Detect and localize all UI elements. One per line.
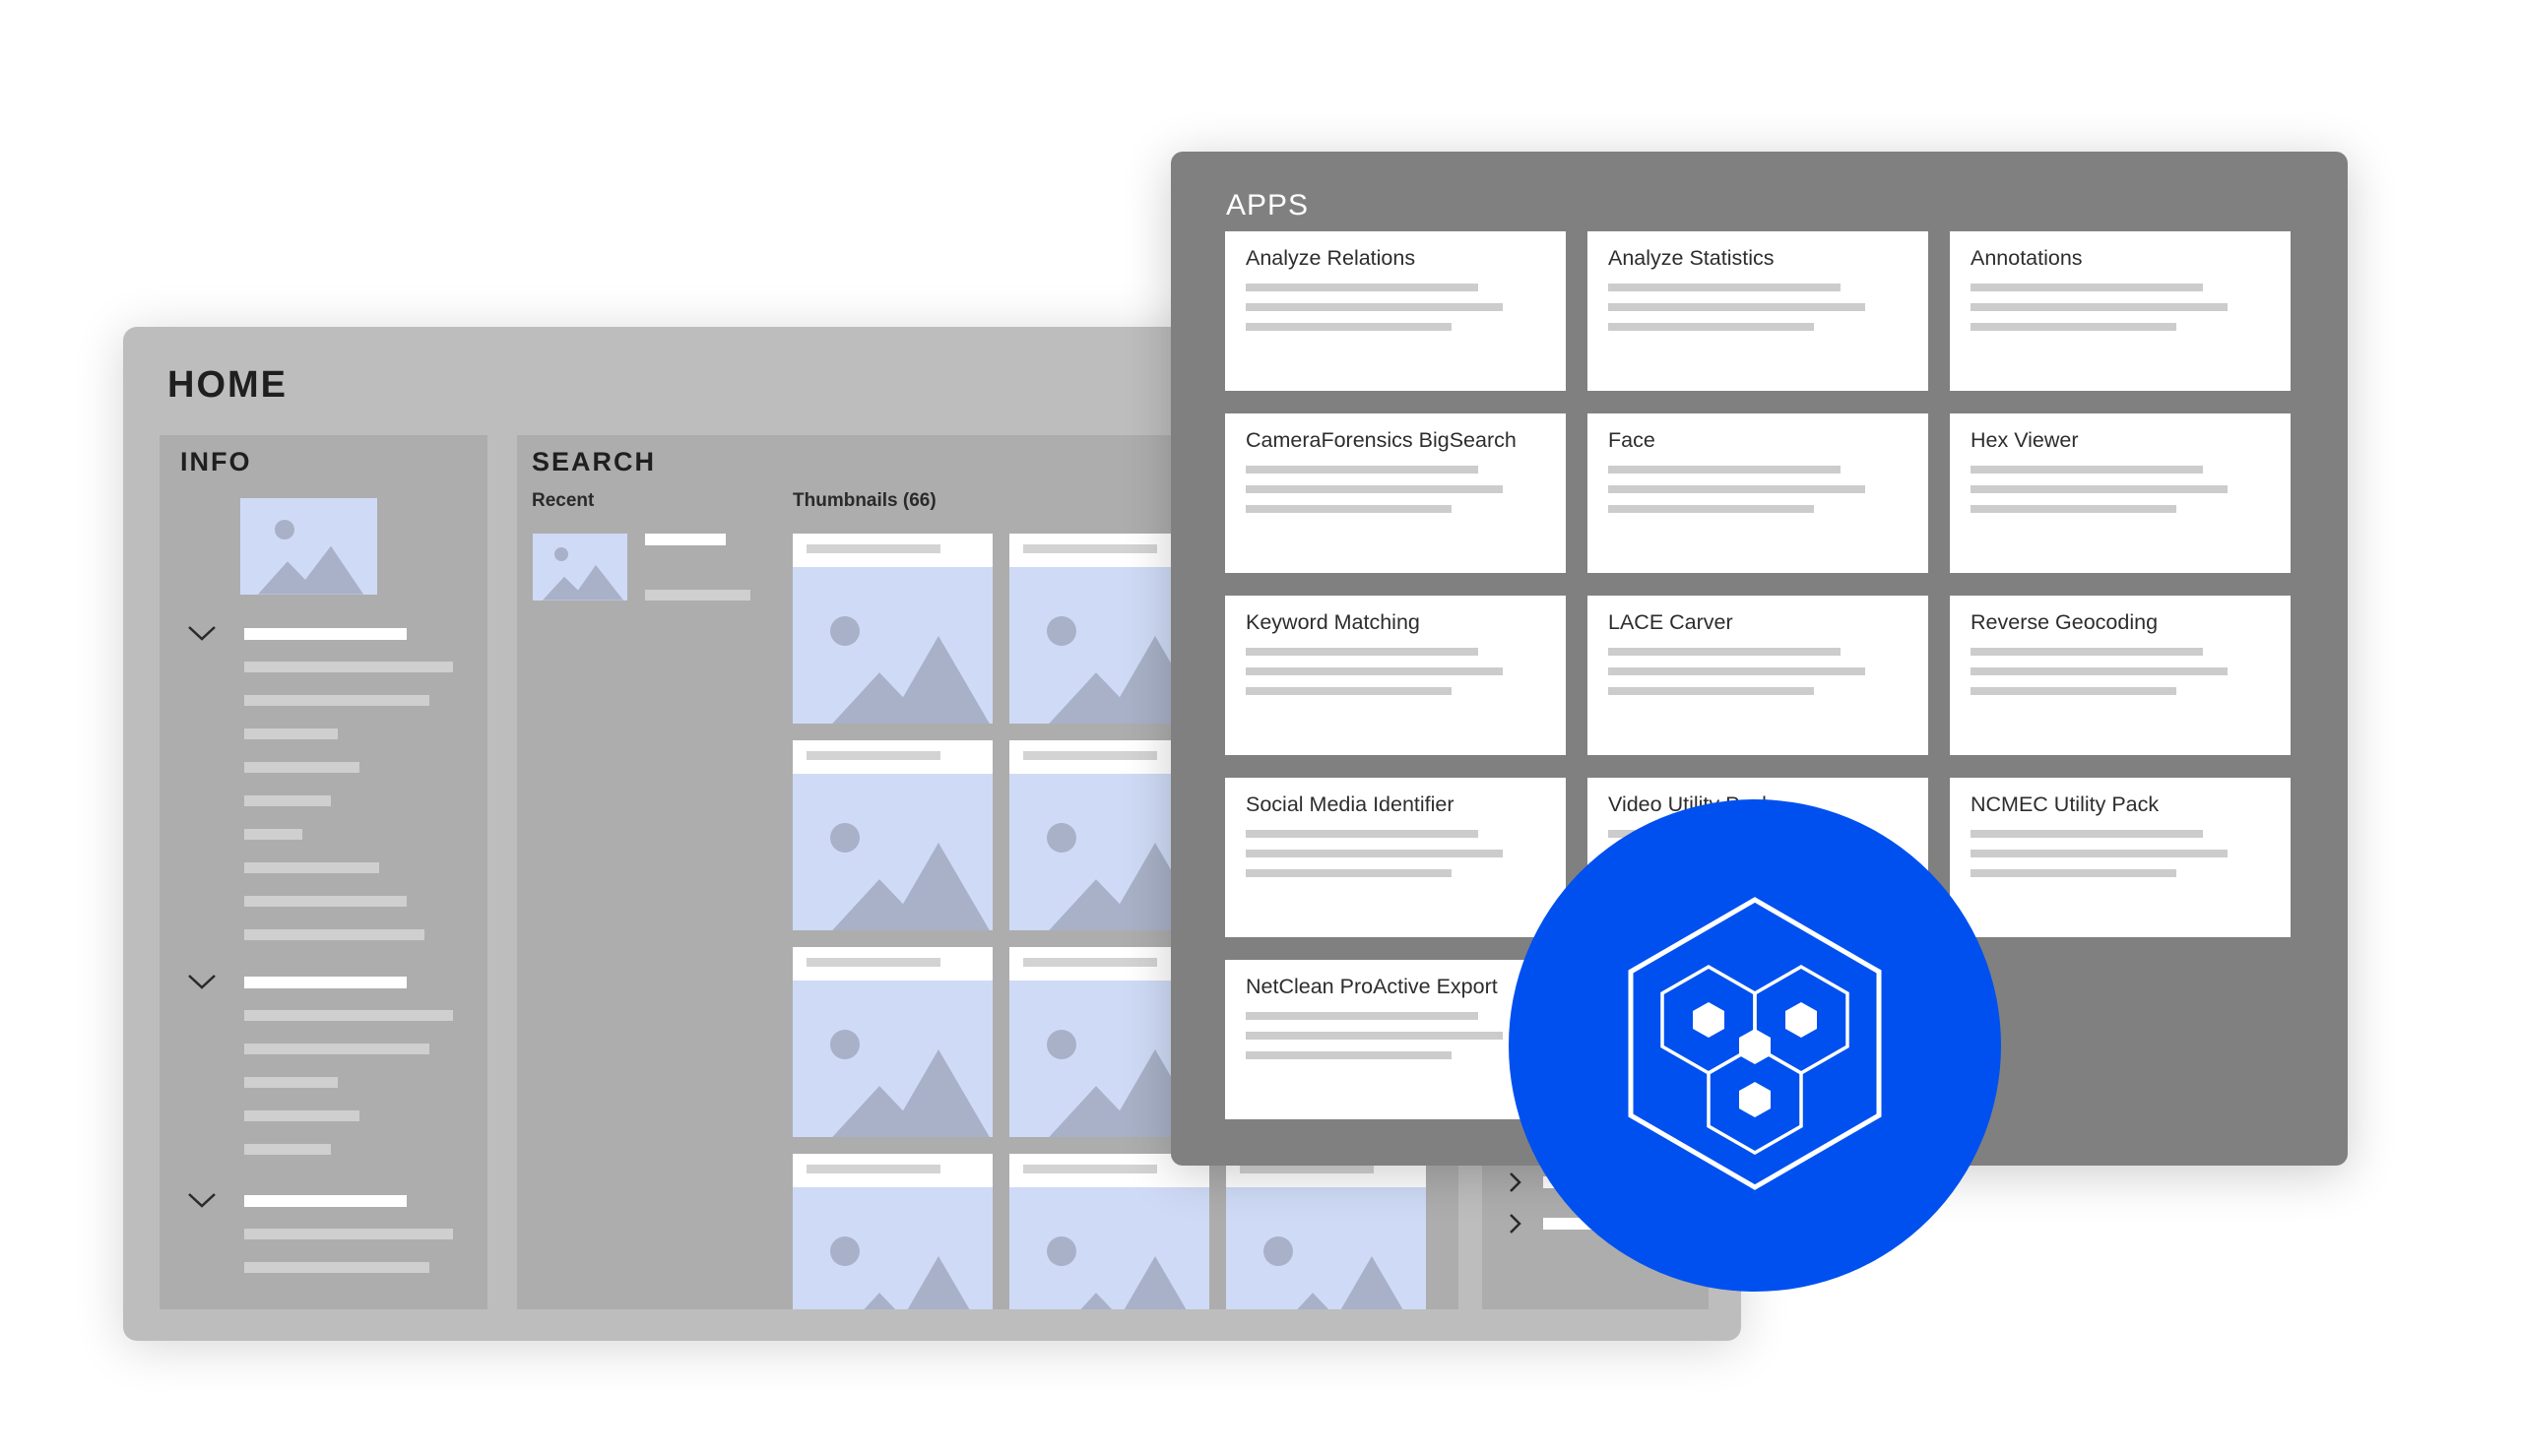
chevron-right-icon[interactable]: [1508, 1171, 1521, 1193]
app-card-label: LACE Carver: [1608, 610, 1733, 634]
thumbnails-label: Thumbnails (66): [793, 490, 937, 511]
app-card-label: Hex Viewer: [1971, 428, 2079, 452]
app-card-social-media-identifier[interactable]: Social Media Identifier: [1225, 778, 1566, 937]
app-card-cameraforensics-bigsearch[interactable]: CameraForensics BigSearch: [1225, 413, 1566, 573]
recent-item-thumbnail[interactable]: [533, 534, 627, 601]
app-card-label: Keyword Matching: [1246, 610, 1420, 634]
app-card-label: Face: [1608, 428, 1655, 452]
app-card-label: Analyze Statistics: [1608, 246, 1775, 270]
app-card-label: NCMEC Utility Pack: [1971, 792, 2160, 816]
app-card-label: CameraForensics BigSearch: [1246, 428, 1517, 452]
section-heading: [244, 977, 407, 988]
app-card-keyword-matching[interactable]: Keyword Matching: [1225, 596, 1566, 755]
section-heading: [244, 1195, 407, 1207]
app-card-label: Analyze Relations: [1246, 246, 1416, 270]
app-card-label: Social Media Identifier: [1246, 792, 1454, 816]
app-card-reverse-geocoding[interactable]: Reverse Geocoding: [1950, 596, 2291, 755]
hexagon-cubes-icon: [1628, 897, 1882, 1190]
thumbnail[interactable]: [793, 740, 993, 930]
thumbnail[interactable]: [1226, 1154, 1426, 1309]
thumbnail[interactable]: [793, 947, 993, 1137]
chevron-right-icon[interactable]: [1508, 1213, 1521, 1234]
chevron-down-icon[interactable]: [187, 624, 217, 642]
app-card-label: Reverse Geocoding: [1971, 610, 2159, 634]
app-card-ncmec-utility-pack[interactable]: NCMEC Utility Pack: [1950, 778, 2291, 937]
thumbnail[interactable]: [1009, 1154, 1209, 1309]
info-title: INFO: [180, 447, 252, 476]
recent-label: Recent: [532, 490, 595, 511]
app-card-analyze-relations[interactable]: Analyze Relations: [1225, 231, 1566, 391]
app-card-hex-viewer[interactable]: Hex Viewer: [1950, 413, 2291, 573]
hexagon-cubes-logo: [1509, 799, 2001, 1292]
thumbnail[interactable]: [793, 1154, 993, 1309]
recent-item-title: [645, 534, 726, 545]
info-panel: INFO: [160, 435, 487, 1309]
app-card-annotations[interactable]: Annotations: [1950, 231, 2291, 391]
image-placeholder-icon: [240, 498, 377, 595]
apps-title: APPS: [1226, 189, 1310, 222]
app-card-face[interactable]: Face: [1587, 413, 1928, 573]
app-card-label: NetClean ProActive Export: [1246, 975, 1498, 998]
thumbnail[interactable]: [793, 534, 993, 724]
chevron-down-icon[interactable]: [187, 1191, 217, 1209]
app-card-label: Annotations: [1971, 246, 2083, 270]
search-title: SEARCH: [532, 447, 657, 476]
chevron-down-icon[interactable]: [187, 973, 217, 990]
section-heading: [244, 628, 407, 640]
home-title: HOME: [167, 364, 288, 406]
app-card-lace-carver[interactable]: LACE Carver: [1587, 596, 1928, 755]
app-card-analyze-statistics[interactable]: Analyze Statistics: [1587, 231, 1928, 391]
